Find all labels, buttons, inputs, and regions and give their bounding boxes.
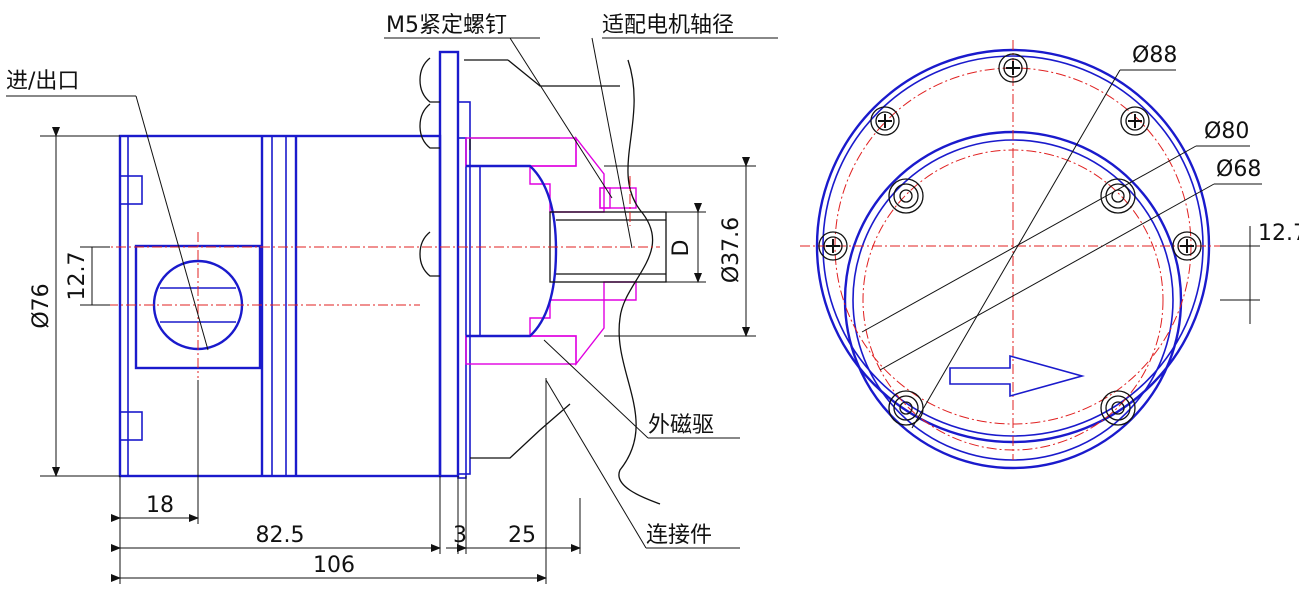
label-set-screw: M5紧定螺钉 <box>386 13 507 38</box>
dim-82-5: 82.5 <box>256 523 305 548</box>
dim-37-6: Ø37.6 <box>719 217 744 283</box>
dim-88: Ø88 <box>1132 43 1177 68</box>
side-leaders <box>6 37 778 549</box>
side-view: 进/出口 M5紧定螺钉 适配电机轴径 外磁驱 连接件 Ø76 12.7 18 8… <box>6 13 778 584</box>
magnetic-coupling <box>465 135 637 367</box>
front-view: Ø88 Ø80 Ø68 12.7 <box>800 40 1299 470</box>
dim-12-7-left: 12.7 <box>65 252 90 301</box>
body-screws <box>888 178 1136 426</box>
front-leaders <box>861 69 1262 429</box>
label-motor-shaft: 适配电机轴径 <box>602 13 734 38</box>
label-coupling: 连接件 <box>646 523 712 548</box>
dim-12-7-right: 12.7 <box>1258 221 1299 246</box>
flow-arrow <box>949 354 1085 398</box>
flange-screws <box>818 53 1202 261</box>
break-line <box>618 59 661 505</box>
pump-body <box>118 134 442 478</box>
side-dimensions <box>40 127 756 584</box>
dim-76: Ø76 <box>29 283 54 328</box>
label-outer-magnet: 外磁驱 <box>648 413 714 438</box>
dim-18: 18 <box>146 493 174 518</box>
dim-106: 106 <box>313 553 355 578</box>
dim-3: 3 <box>453 523 467 548</box>
dim-80: Ø80 <box>1204 119 1249 144</box>
dim-25: 25 <box>508 523 536 548</box>
flange <box>419 50 620 479</box>
dim-68: Ø68 <box>1216 157 1261 182</box>
dim-shaft-d: D <box>669 240 694 257</box>
label-inlet-outlet: 进/出口 <box>6 69 79 94</box>
